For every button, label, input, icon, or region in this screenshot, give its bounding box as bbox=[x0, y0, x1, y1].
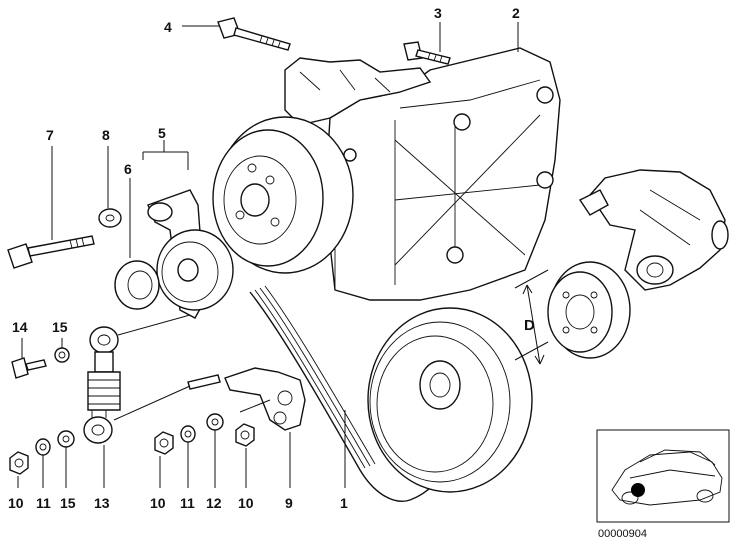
bracket-9 bbox=[187, 367, 306, 431]
label-8: 8 bbox=[102, 127, 110, 143]
small-pulley bbox=[514, 261, 631, 365]
bolt-4 bbox=[217, 17, 291, 51]
label-3: 3 bbox=[434, 5, 442, 21]
washer-8 bbox=[98, 208, 122, 228]
label-15-upper: 15 bbox=[52, 319, 68, 335]
part-labels: 4 3 2 7 8 5 6 14 15 10 11 15 13 10 11 12… bbox=[8, 5, 535, 511]
pump-pulley bbox=[212, 116, 354, 274]
location-marker-icon bbox=[631, 483, 645, 497]
label-10-right: 10 bbox=[238, 495, 254, 511]
reference-number: 00000904 bbox=[598, 528, 647, 540]
label-14: 14 bbox=[12, 319, 28, 335]
bolt-14 bbox=[11, 357, 47, 379]
damper-strut bbox=[83, 326, 121, 444]
label-12: 12 bbox=[206, 495, 222, 511]
label-1: 1 bbox=[340, 495, 348, 511]
label-10-middle: 10 bbox=[150, 495, 166, 511]
washer-15-upper bbox=[54, 347, 70, 363]
label-2: 2 bbox=[512, 5, 520, 21]
dimension-d-label: D bbox=[524, 317, 535, 334]
label-15-lower: 15 bbox=[60, 495, 76, 511]
crankshaft-pulley bbox=[367, 307, 533, 493]
leader-lines bbox=[17, 22, 519, 488]
label-4: 4 bbox=[164, 19, 172, 35]
label-5: 5 bbox=[158, 125, 166, 141]
nut-washer-set-left bbox=[9, 430, 75, 475]
inset-frame bbox=[596, 429, 730, 523]
engine-bracket bbox=[324, 47, 561, 301]
label-9: 9 bbox=[285, 495, 293, 511]
label-7: 7 bbox=[46, 127, 54, 143]
water-pump bbox=[578, 169, 729, 291]
label-6: 6 bbox=[124, 161, 132, 177]
label-10-left: 10 bbox=[8, 495, 24, 511]
nut-washer-set-middle bbox=[154, 413, 255, 455]
label-13: 13 bbox=[94, 495, 110, 511]
belt-tensioner bbox=[114, 189, 234, 319]
bolt-7 bbox=[7, 235, 95, 269]
bolt-3 bbox=[403, 41, 451, 65]
label-11-left: 11 bbox=[36, 495, 51, 511]
label-11-middle: 11 bbox=[180, 495, 195, 511]
car-location-inset bbox=[596, 429, 730, 523]
